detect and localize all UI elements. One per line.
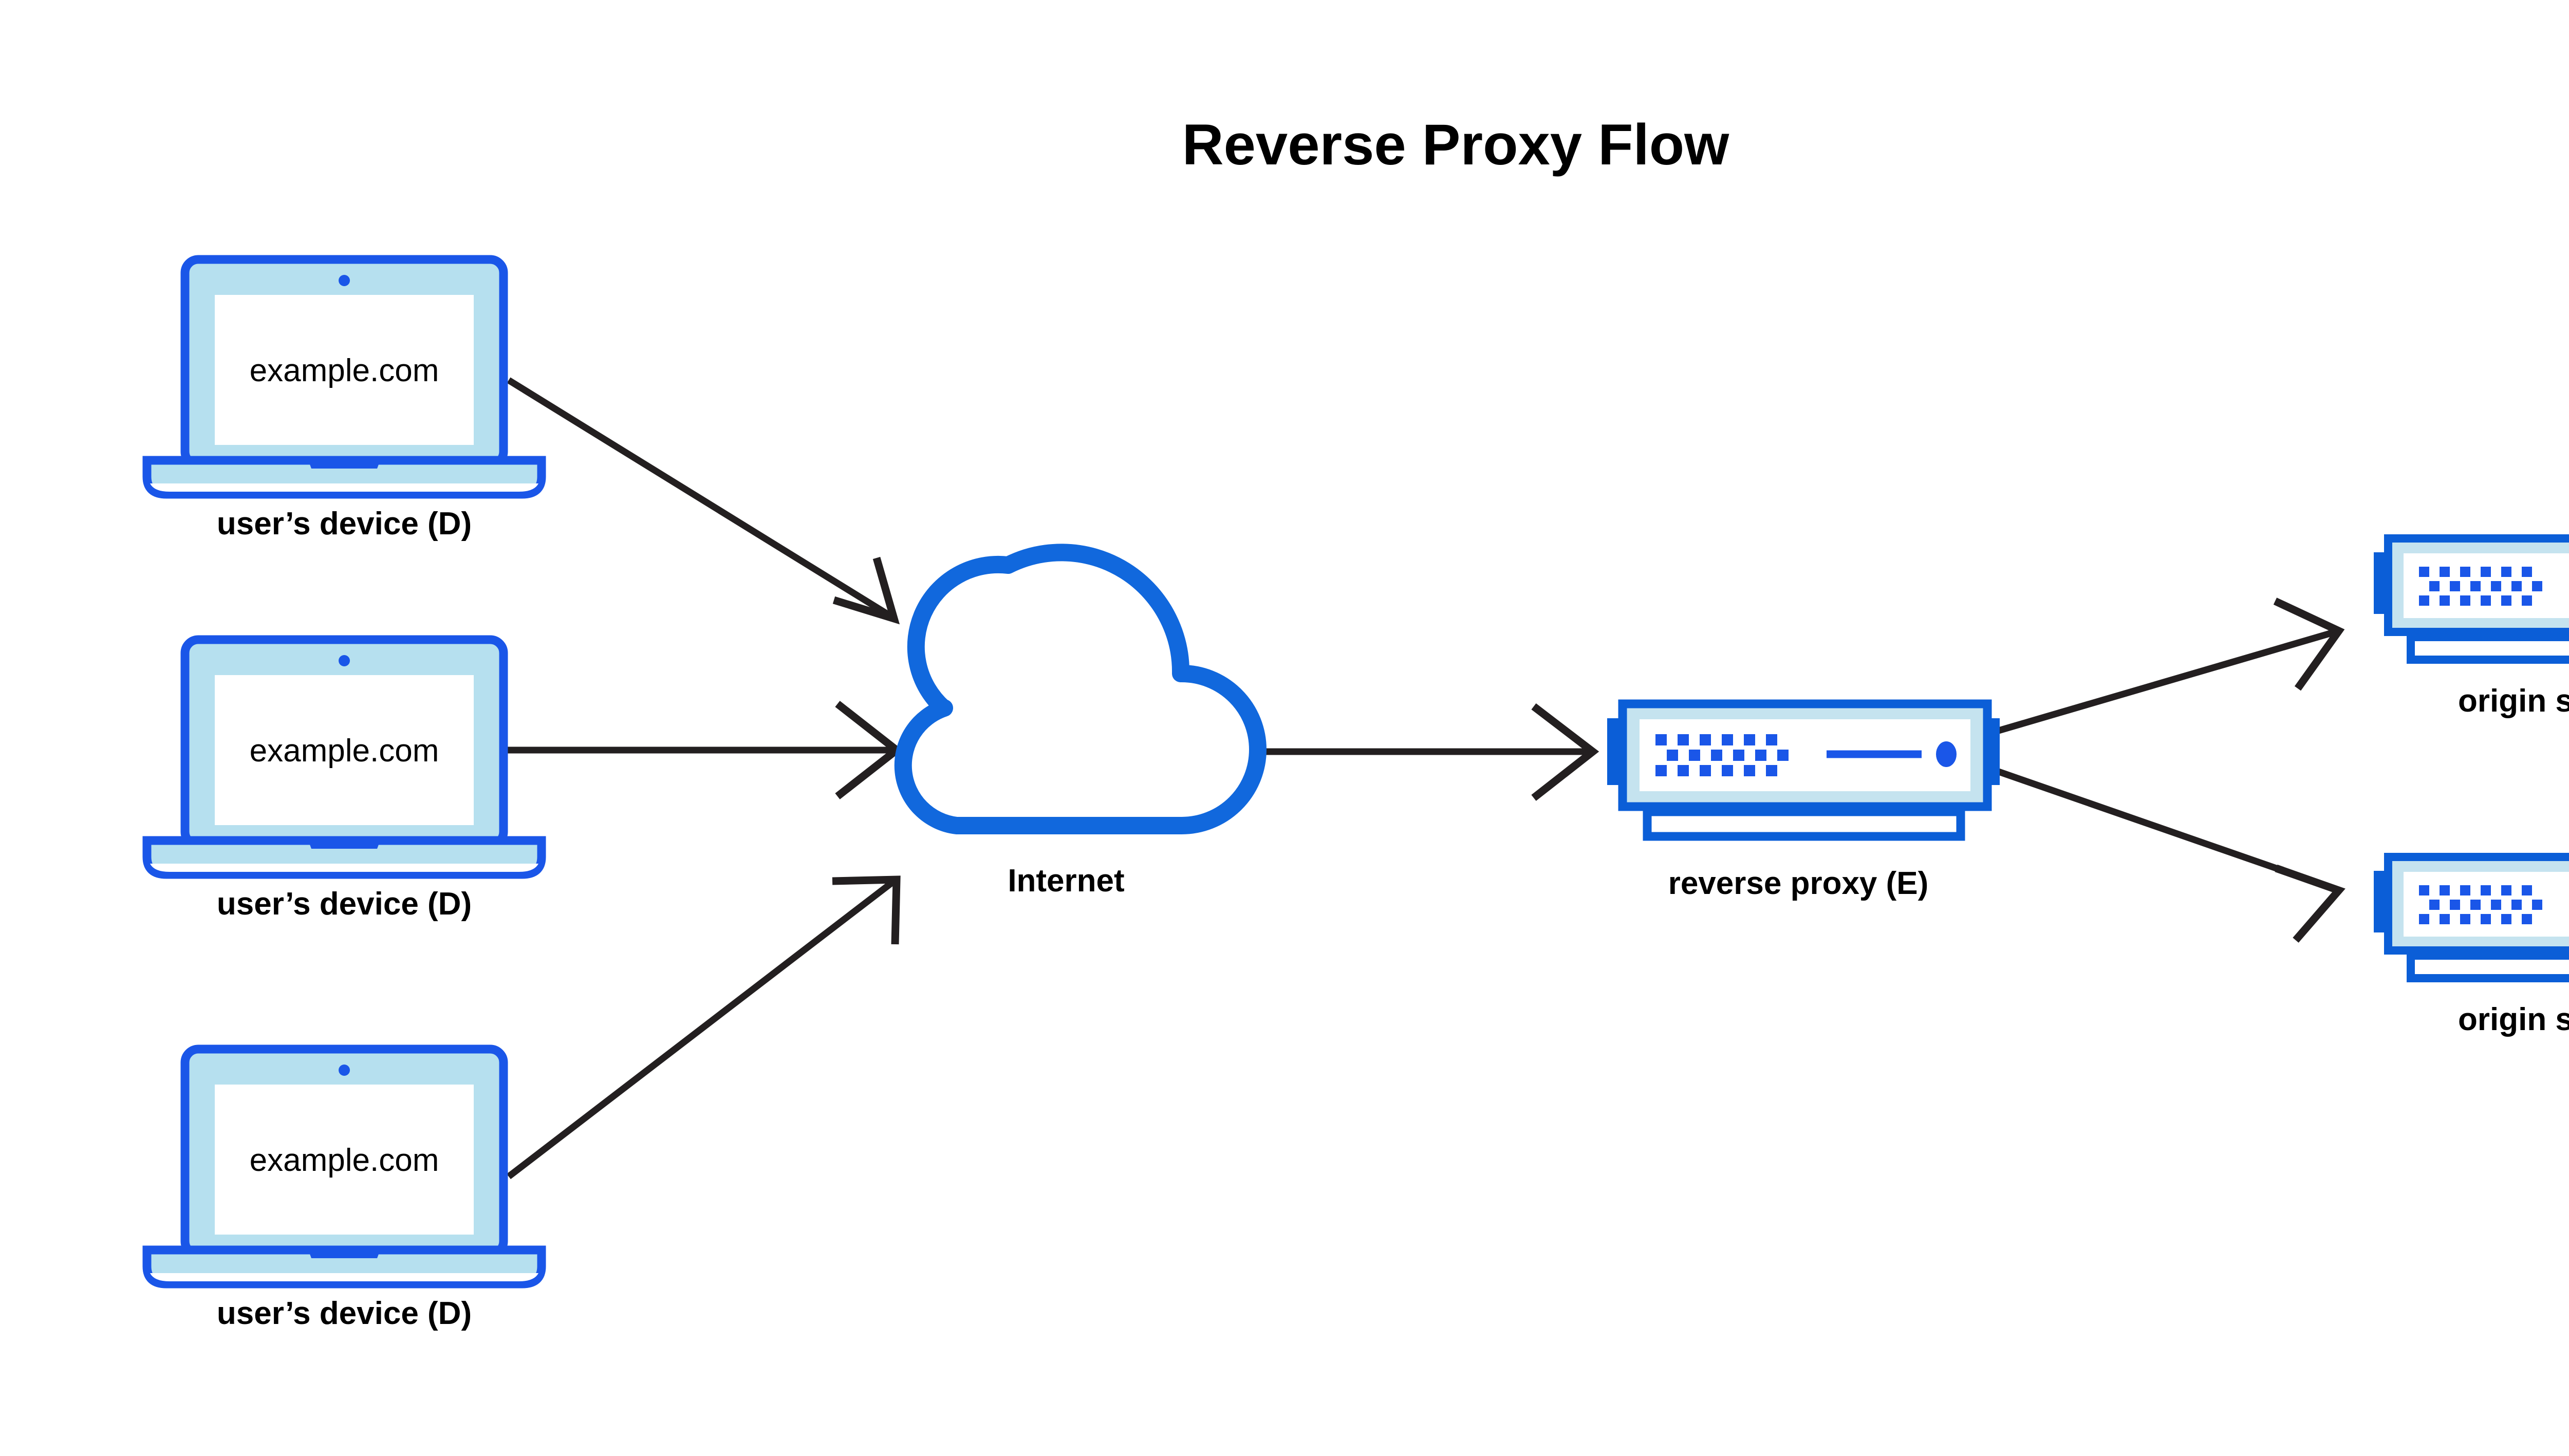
vent-grid	[1655, 734, 1789, 776]
client-bottom[interactable]: example.com user’s device (D)	[142, 1044, 546, 1331]
reverse-proxy-label: reverse proxy (E)	[1668, 866, 1929, 901]
reverse-proxy-node[interactable]: reverse proxy (E)	[1607, 699, 2000, 901]
client-top[interactable]: example.com user’s device (D)	[142, 255, 546, 542]
origin-top-node[interactable]: origin server (F)	[2374, 534, 2569, 719]
client-label: user’s device (D)	[217, 1296, 472, 1331]
client-screen-text: example.com	[250, 353, 439, 388]
laptop-icon	[142, 1044, 546, 1289]
cloud-icon	[894, 544, 1267, 834]
arrow-client-top-to-internet	[507, 377, 900, 625]
arrow-client-bottom-to-internet	[507, 875, 901, 1180]
laptop-icon	[142, 635, 546, 879]
server-icon	[2374, 534, 2569, 664]
client-screen-text: example.com	[250, 733, 439, 769]
server-icon	[2374, 853, 2569, 982]
arrow-internet-to-proxy	[1233, 703, 1599, 801]
vent-grid	[2419, 885, 2542, 924]
laptop-icon	[142, 255, 546, 499]
internet-label: Internet	[1008, 863, 1124, 899]
arrow-proxy-to-origin-top	[1998, 598, 2345, 734]
arrow-client-middle-to-internet	[501, 701, 903, 799]
origin-bottom-node[interactable]: origin server (F)	[2374, 853, 2569, 1037]
client-screen-text: example.com	[250, 1143, 439, 1178]
server-icon	[1607, 699, 2000, 841]
origin-server-label: origin server (F)	[2458, 683, 2569, 719]
internet-node[interactable]: Internet	[894, 544, 1267, 899]
origin-server-label: origin server (F)	[2458, 1002, 2569, 1037]
page-title: Reverse Proxy Flow	[1182, 113, 1729, 177]
client-middle[interactable]: example.com user’s device (D)	[142, 635, 546, 922]
vent-grid	[2419, 567, 2542, 606]
arrow-proxy-to-origin-bottom	[1997, 768, 2345, 943]
client-label: user’s device (D)	[217, 506, 472, 542]
client-label: user’s device (D)	[217, 886, 472, 922]
